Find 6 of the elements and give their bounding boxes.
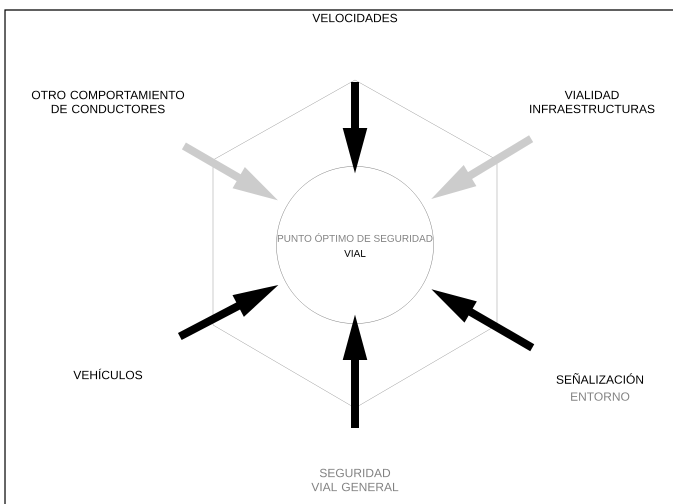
factor-label: VELOCIDADES: [312, 14, 398, 22]
factor-label: VIALIDAD INFRAESTRUCTURAS: [530, 90, 654, 114]
factor-label: VEHÍCULOS: [73, 368, 142, 380]
factor-label: SEÑALIZACIÓN ENTORNO: [556, 373, 644, 401]
factor-label: SEGURIDAD VIAL GENERAL: [311, 468, 398, 492]
factor-label: OTRO COMPORTAMIENTO DE CONDUCTORES: [32, 90, 184, 114]
